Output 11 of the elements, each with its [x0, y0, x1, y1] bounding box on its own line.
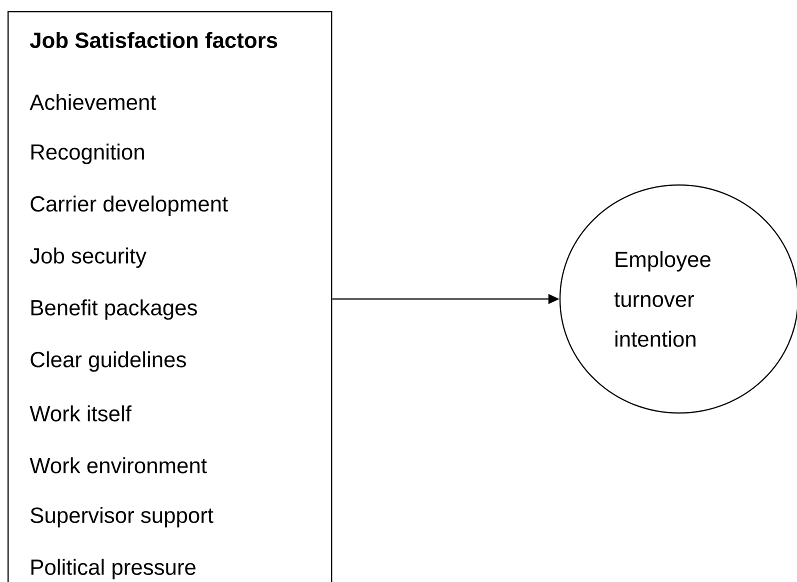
- list-item: Carrier development: [30, 196, 228, 216]
- list-item: Job security: [30, 247, 146, 268]
- list-item: Benefit packages: [31, 299, 197, 320]
- heading: Job Satisfaction factors: [30, 32, 278, 48]
- list-item: Clear guidelines: [30, 351, 186, 372]
- list-item: Recognition: [31, 144, 144, 164]
- list-item: Political pressure: [31, 558, 196, 580]
- list-item: Work environment: [30, 457, 207, 474]
- list-item: Work itself: [30, 405, 132, 422]
- list-item: Supervisor support: [30, 506, 214, 528]
- list-item: Achievement: [30, 94, 156, 110]
